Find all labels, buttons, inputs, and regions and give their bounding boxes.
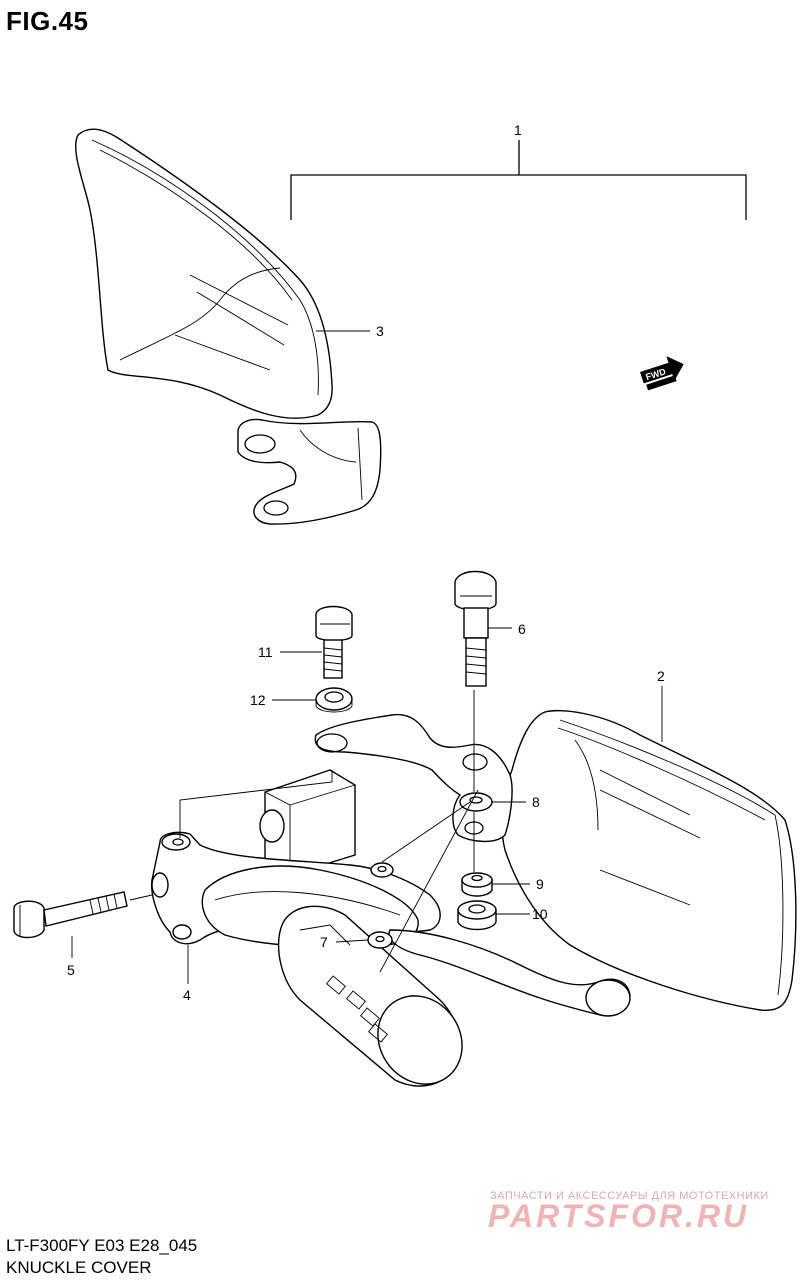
- callout-11: 11: [258, 644, 273, 660]
- part-5-bolt: [13, 891, 128, 939]
- fwd-arrow-marker: FWD: [640, 356, 684, 391]
- callout-2: 2: [657, 668, 665, 684]
- figure-name: KNUCKLE COVER: [6, 1258, 152, 1277]
- watermark-subtitle: ЗАПЧАСТИ И АКСЕССУАРЫ ДЛЯ МОТОТЕХНИКИ: [490, 1190, 769, 1202]
- callout-6: 6: [518, 621, 526, 637]
- watermark-logo: PARTSFOR.RU: [488, 1198, 750, 1234]
- callout-7: 7: [320, 934, 328, 950]
- part-6-bolt: [454, 570, 497, 687]
- part-3-knuckle-cover-left: [75, 128, 382, 525]
- part-4-lever-holder: [151, 769, 631, 1087]
- callout-12: 12: [250, 692, 266, 708]
- assembly-guide-lines: [129, 690, 479, 973]
- figure-title: FIG.45: [6, 6, 89, 36]
- part-2-knuckle-cover-right: [314, 709, 797, 1012]
- part-9-bushing: [461, 872, 493, 897]
- callout-1: 1: [514, 122, 522, 138]
- figure-model-code: LT-F300FY E03 E28_045: [6, 1236, 198, 1255]
- part-10-nut: [457, 900, 497, 931]
- part-11-bolt: [315, 605, 353, 679]
- part-8-collar: [459, 792, 493, 812]
- callout-4: 4: [183, 987, 191, 1003]
- part-1-bracket: [290, 140, 747, 220]
- callout-8: 8: [532, 794, 540, 810]
- callout-9: 9: [536, 876, 544, 892]
- callout-10: 10: [532, 906, 548, 922]
- callout-3: 3: [376, 323, 384, 339]
- part-number-callouts: 1 2 3 4 5 6 7 8 9 10 11 12: [67, 122, 665, 1003]
- callout-5: 5: [67, 962, 75, 978]
- part-12-washer: [315, 687, 353, 713]
- leader-lines: [71, 330, 663, 984]
